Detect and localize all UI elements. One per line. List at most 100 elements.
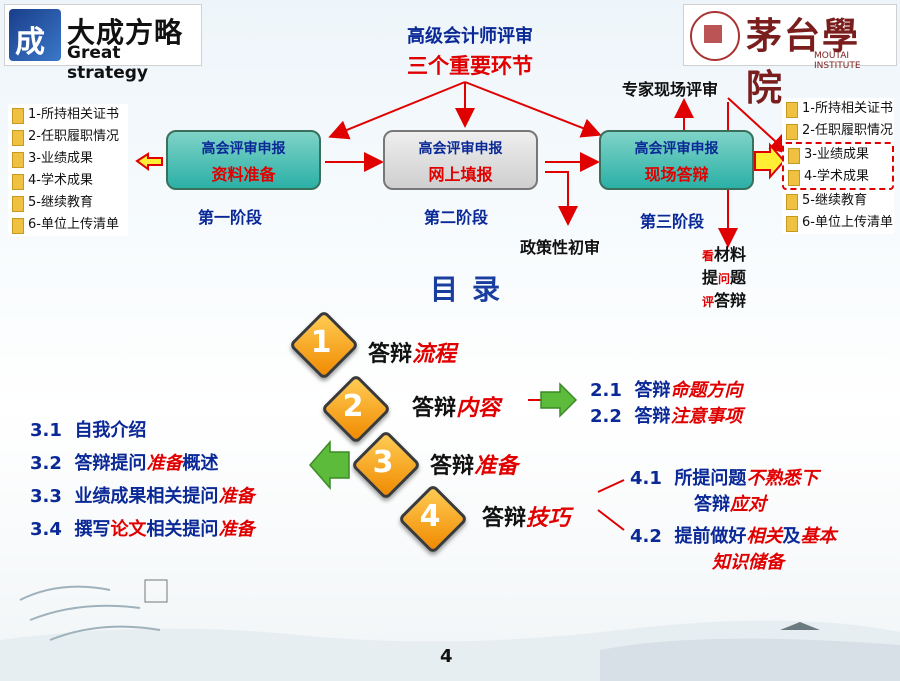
step-text: 材料 [714, 245, 747, 264]
list-item: 4-学术成果 [784, 166, 892, 188]
sub-num: 3.3 [30, 486, 62, 507]
sub-emph: 知识储备 [712, 552, 784, 573]
toc-number: 2 [342, 389, 364, 424]
sub-text: 答辩提问 [74, 453, 147, 474]
toc-text: 答辩 [412, 396, 457, 421]
sub-red: 论文 [110, 519, 147, 540]
sub-emph: 应对 [730, 494, 766, 515]
sub-emph: 相关 [746, 526, 783, 547]
toc-number: 3 [372, 445, 394, 480]
sub-text: 业绩成果相关提问 [74, 486, 219, 507]
sub-num: 3.2 [30, 453, 62, 474]
list-item: 6-单位上传清单 [782, 212, 894, 234]
stage-title: 资料准备 [211, 165, 276, 184]
sub-2-2: 2.2 答辩注意事项 [590, 402, 742, 428]
sub-text: 答辩 [634, 406, 671, 427]
sub-num: 2.1 [590, 380, 622, 401]
sub-emph: 准备 [218, 486, 255, 507]
phase-1: 第一阶段 [198, 208, 263, 227]
stage-label: 高会评审申报 [634, 141, 719, 157]
toc-item-3: 答辩准备 [430, 448, 518, 480]
logo-dacheng: 成 大成方略 Great strategy [4, 4, 202, 83]
right-doc-list: 1-所持相关证书 2-任职履职情况 3-业绩成果 4-学术成果 5-继续教育 6… [782, 98, 894, 234]
sub-text: 答辩 [694, 494, 730, 515]
sub-text: 及 [782, 526, 801, 547]
highlight-box: 3-业绩成果 4-学术成果 [782, 142, 894, 190]
sub-text: 自我介绍 [74, 420, 147, 441]
phase-3: 第三阶段 [640, 212, 705, 231]
logo-moutai: 茅台學院 MOUTAI INSTITUTE [683, 4, 897, 109]
list-item: 2-任职履职情况 [8, 126, 128, 148]
header-line1: 高级会计师评审 [407, 26, 533, 47]
toc-emph: 流程 [412, 342, 457, 367]
stage-title: 网上填报 [428, 165, 493, 184]
sub-emph: 不熟悉下 [746, 468, 819, 489]
toc-number: 1 [310, 325, 332, 360]
toc-emph: 准备 [474, 454, 519, 479]
list-item: 5-继续教育 [8, 192, 128, 214]
stage-title: 现场答辩 [644, 165, 709, 184]
toc-number: 4 [419, 499, 441, 534]
stage-label: 高会评审申报 [418, 141, 503, 157]
seal-icon [690, 11, 740, 61]
stage-1-box: 高会评审申报 资料准备 [166, 130, 321, 190]
sub-4-2b: 知识储备 [712, 548, 784, 574]
stage-2-box: 高会评审申报 网上填报 [383, 130, 538, 190]
sub-text: 答辩 [634, 380, 671, 401]
sub-3-4: 3.4 撰写论文相关提问准备 [30, 515, 254, 541]
step-mark: 问 [718, 272, 731, 286]
list-item: 1-所持相关证书 [782, 98, 894, 120]
ink-landscape-decoration [0, 579, 900, 681]
sub-4-1: 4.1 所提问题不熟悉下 [630, 464, 818, 490]
sub-emph: 基本 [800, 526, 837, 547]
step-mark: 评 [702, 295, 715, 309]
toc-text: 答辩 [430, 454, 475, 479]
list-item: 5-继续教育 [782, 190, 894, 212]
phase-2: 第二阶段 [424, 208, 489, 227]
step-mark: 看 [702, 249, 715, 263]
policy-review: 政策性初审 [520, 238, 601, 257]
logo-mark-icon: 成 [9, 9, 61, 61]
list-item: 1-所持相关证书 [8, 104, 128, 126]
toc-text: 答辩 [368, 342, 413, 367]
expert-review: 专家现场评审 [622, 80, 719, 99]
toc-item-4: 答辩技巧 [482, 500, 570, 532]
sub-text: 概述 [182, 453, 219, 474]
review-steps: 看材料 提问题 评答辩 [702, 244, 746, 313]
sub-3-1: 3.1 自我介绍 [30, 416, 146, 442]
step-text: 提 [702, 268, 719, 287]
toc-item-1: 答辩流程 [368, 336, 456, 368]
left-doc-list: 1-所持相关证书 2-任职履职情况 3-业绩成果 4-学术成果 5-继续教育 6… [8, 104, 128, 236]
page-number: 4 [440, 646, 453, 667]
sub-3-2: 3.2 答辩提问准备概述 [30, 449, 218, 475]
sub-2-1: 2.1 答辩命题方向 [590, 376, 742, 402]
stage-label: 高会评审申报 [201, 141, 286, 157]
sub-4-2: 4.2 提前做好相关及基本 [630, 522, 836, 548]
list-item: 2-任职履职情况 [782, 120, 894, 142]
sub-emph: 准备 [146, 453, 183, 474]
sub-num: 3.1 [30, 420, 62, 441]
sub-4-1b: 答辩应对 [694, 490, 766, 516]
toc-title: 目录 [430, 273, 515, 306]
step-text: 答辩 [714, 291, 747, 310]
sub-3-3: 3.3 业绩成果相关提问准备 [30, 482, 254, 508]
sub-emph: 注意事项 [670, 406, 743, 427]
toc-emph: 内容 [456, 396, 501, 421]
sub-emph: 准备 [218, 519, 255, 540]
stage-3-box: 高会评审申报 现场答辩 [599, 130, 754, 190]
sub-num: 4.1 [630, 468, 662, 489]
sub-text: 所提问题 [674, 468, 747, 489]
left-yellow-arrow [135, 152, 163, 171]
logo-cn-text: 大成方略 [67, 16, 184, 49]
sub-text: 提前做好 [674, 526, 747, 547]
header-line2: 三个重要环节 [407, 54, 533, 78]
moutai-en: MOUTAI INSTITUTE [814, 51, 861, 71]
toc-text: 答辩 [482, 506, 527, 531]
step-text: 题 [730, 268, 747, 287]
list-item: 4-学术成果 [8, 170, 128, 192]
logo-en-text: Great strategy [67, 43, 149, 83]
list-item: 3-业绩成果 [8, 148, 128, 170]
moutai-name: 茅台學院 [746, 15, 861, 109]
sub-text: 相关提问 [146, 519, 219, 540]
